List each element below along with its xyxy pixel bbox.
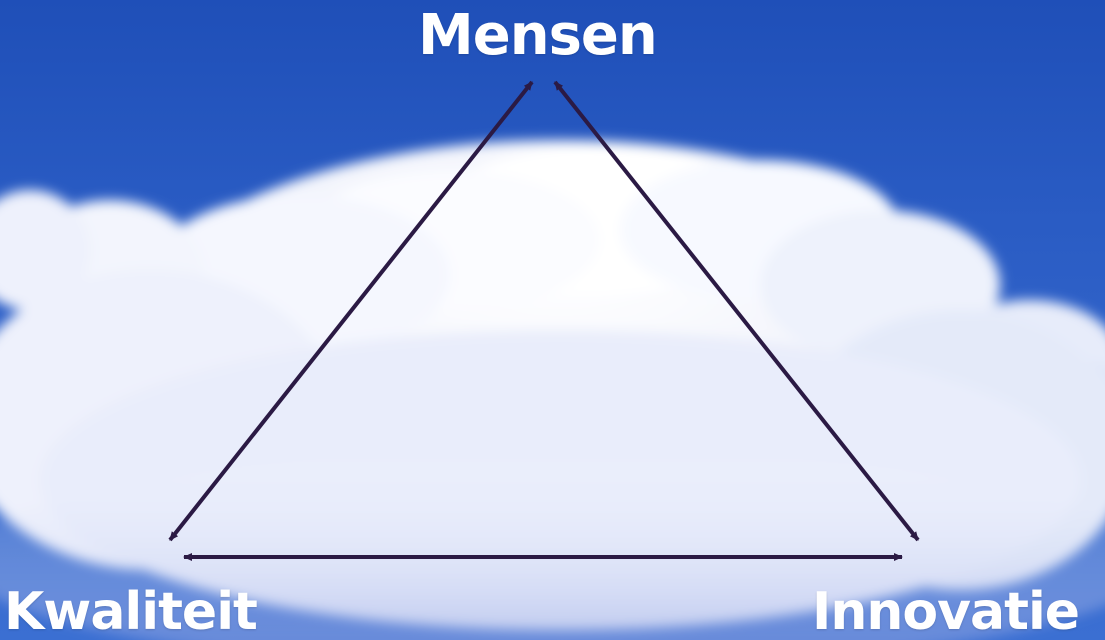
arrow-mensen-kwaliteit xyxy=(168,80,534,542)
cloud-shape xyxy=(0,140,1105,640)
triangle-arrows xyxy=(168,80,920,561)
node-label-right: Innovatie xyxy=(812,582,1080,640)
node-label-top: Mensen xyxy=(418,3,658,68)
node-label-left: Kwaliteit xyxy=(4,582,258,640)
arrow-mensen-innovatie xyxy=(553,80,920,542)
